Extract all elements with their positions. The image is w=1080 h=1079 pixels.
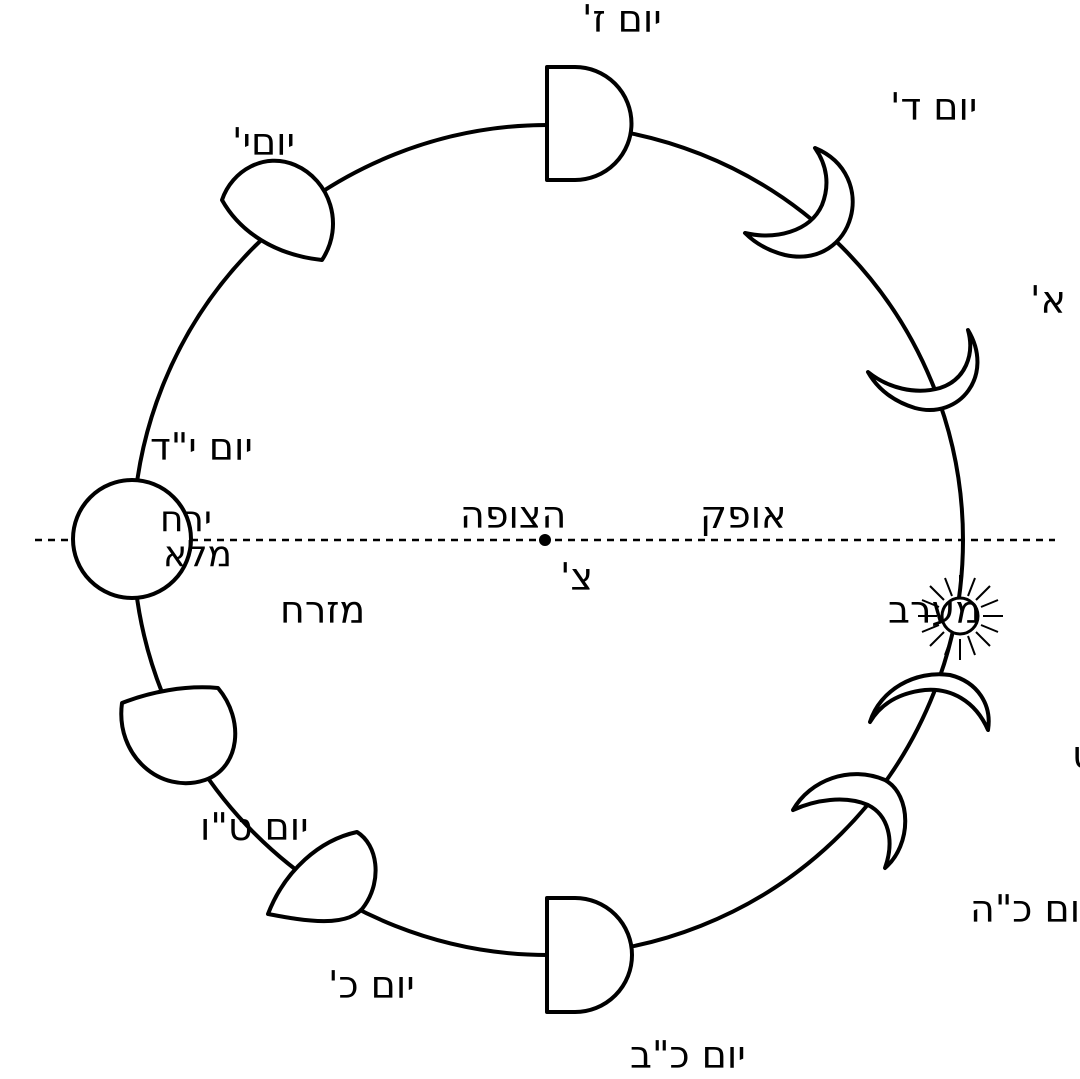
east-label: מזרח	[280, 588, 365, 632]
label-day-29: יום כ"ט	[1072, 733, 1080, 777]
full-moon-icon	[71, 478, 193, 600]
gibbous-moon-icon	[220, 158, 335, 262]
label-day-15: יום ט"ו	[200, 805, 309, 849]
gibbous-moon-icon	[119, 685, 238, 786]
sun-icon	[918, 575, 1003, 660]
label-day-10: יוםי'	[232, 120, 295, 164]
label-day-7: יום ז'	[582, 0, 662, 41]
label-day-1: יום א'	[1030, 278, 1080, 322]
full-moon-label-line1: ירח	[160, 499, 212, 540]
observer-point	[539, 534, 551, 546]
gibbous-moon-icon	[266, 830, 378, 924]
crescent-moon-icon	[791, 772, 908, 870]
crescent-moon-icon	[743, 146, 855, 259]
half-moon-icon	[545, 65, 634, 182]
label-day-20: יום כ'	[328, 963, 415, 1007]
west-label: מערב	[888, 588, 981, 632]
label-day-25: יום כ"ה	[970, 887, 1080, 931]
crescent-moon-icon	[866, 328, 980, 412]
full-moon-label-line2: מלא	[163, 534, 232, 575]
half-moon-icon	[545, 896, 634, 1014]
observer-label: הצופה	[460, 493, 566, 537]
observer-point-label: צ'	[560, 555, 593, 599]
label-day-4: יום ד'	[890, 85, 977, 129]
crescent-moon-icon	[868, 672, 991, 732]
label-day-22: יום כ"ב	[630, 1033, 746, 1077]
horizon-label: אופק	[700, 493, 786, 537]
label-day-14: יום י"ד	[150, 425, 253, 469]
